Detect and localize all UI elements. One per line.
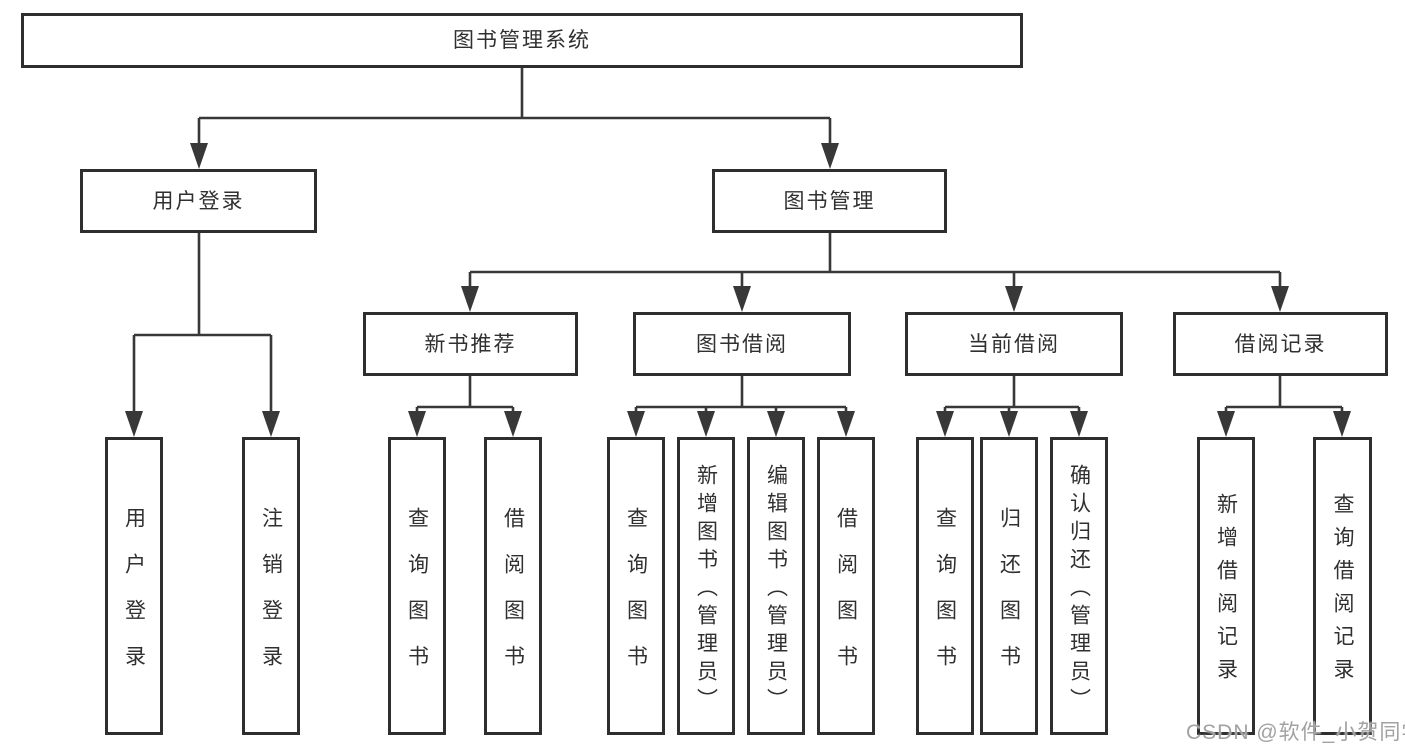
node-label: 用户登录 (152, 189, 245, 213)
node-label: 图书管理 (783, 189, 876, 213)
node-leaf-return-book: 归还图书 (980, 437, 1038, 735)
node-leaf-user-login: 用户登录 (105, 437, 163, 735)
node-label: 借阅记录 (1234, 332, 1327, 356)
node-leaf-query-books-2: 查询图书 (607, 437, 665, 735)
node-label: 查询借阅记录 (1331, 493, 1354, 691)
node-leaf-query-books-3: 查询图书 (916, 437, 974, 735)
node-system-root: 图书管理系统 (21, 13, 1023, 68)
node-label: 确认归还（管理员） (1067, 463, 1091, 716)
node-label: 新书推荐 (424, 332, 517, 356)
node-leaf-borrow-books-2: 借阅图书 (817, 437, 875, 735)
node-label: 查询图书 (624, 506, 648, 691)
node-label: 图书借阅 (696, 332, 788, 356)
node-leaf-borrow-books-1: 借阅图书 (484, 437, 542, 735)
node-book-management: 图书管理 (712, 169, 947, 233)
node-leaf-logout: 注销登录 (242, 437, 300, 735)
node-label: 用户登录 (122, 506, 146, 691)
node-book-borrowing: 图书借阅 (633, 312, 851, 376)
node-current-borrowing: 当前借阅 (905, 312, 1123, 376)
node-label: 借阅图书 (834, 506, 858, 691)
node-label: 编辑图书（管理员） (764, 463, 788, 716)
node-leaf-edit-book-admin: 编辑图书（管理员） (747, 437, 805, 735)
node-leaf-add-borrow-record: 新增借阅记录 (1197, 437, 1255, 735)
node-label: 当前借阅 (968, 332, 1060, 356)
node-label: 新增图书（管理员） (694, 463, 718, 716)
node-label: 借阅图书 (501, 506, 525, 691)
node-leaf-add-book-admin: 新增图书（管理员） (677, 437, 735, 735)
node-label: 图书管理系统 (453, 29, 591, 52)
node-borrowing-records: 借阅记录 (1173, 312, 1388, 376)
node-label: 新增借阅记录 (1214, 493, 1238, 691)
node-user-login: 用户登录 (80, 169, 317, 233)
node-leaf-confirm-return-admin: 确认归还（管理员） (1050, 437, 1108, 735)
node-leaf-query-books-1: 查询图书 (388, 437, 446, 735)
node-label: 归还图书 (997, 506, 1021, 691)
node-label: 注销登录 (259, 506, 283, 691)
node-leaf-query-borrow-record: 查询借阅记录 (1313, 437, 1372, 735)
node-label: 查询图书 (405, 506, 429, 691)
node-label: 查询图书 (933, 506, 957, 691)
csdn-watermark: CSDN @软件_小贺同学 (1186, 721, 1405, 744)
node-new-book-recommendation: 新书推荐 (363, 312, 578, 376)
